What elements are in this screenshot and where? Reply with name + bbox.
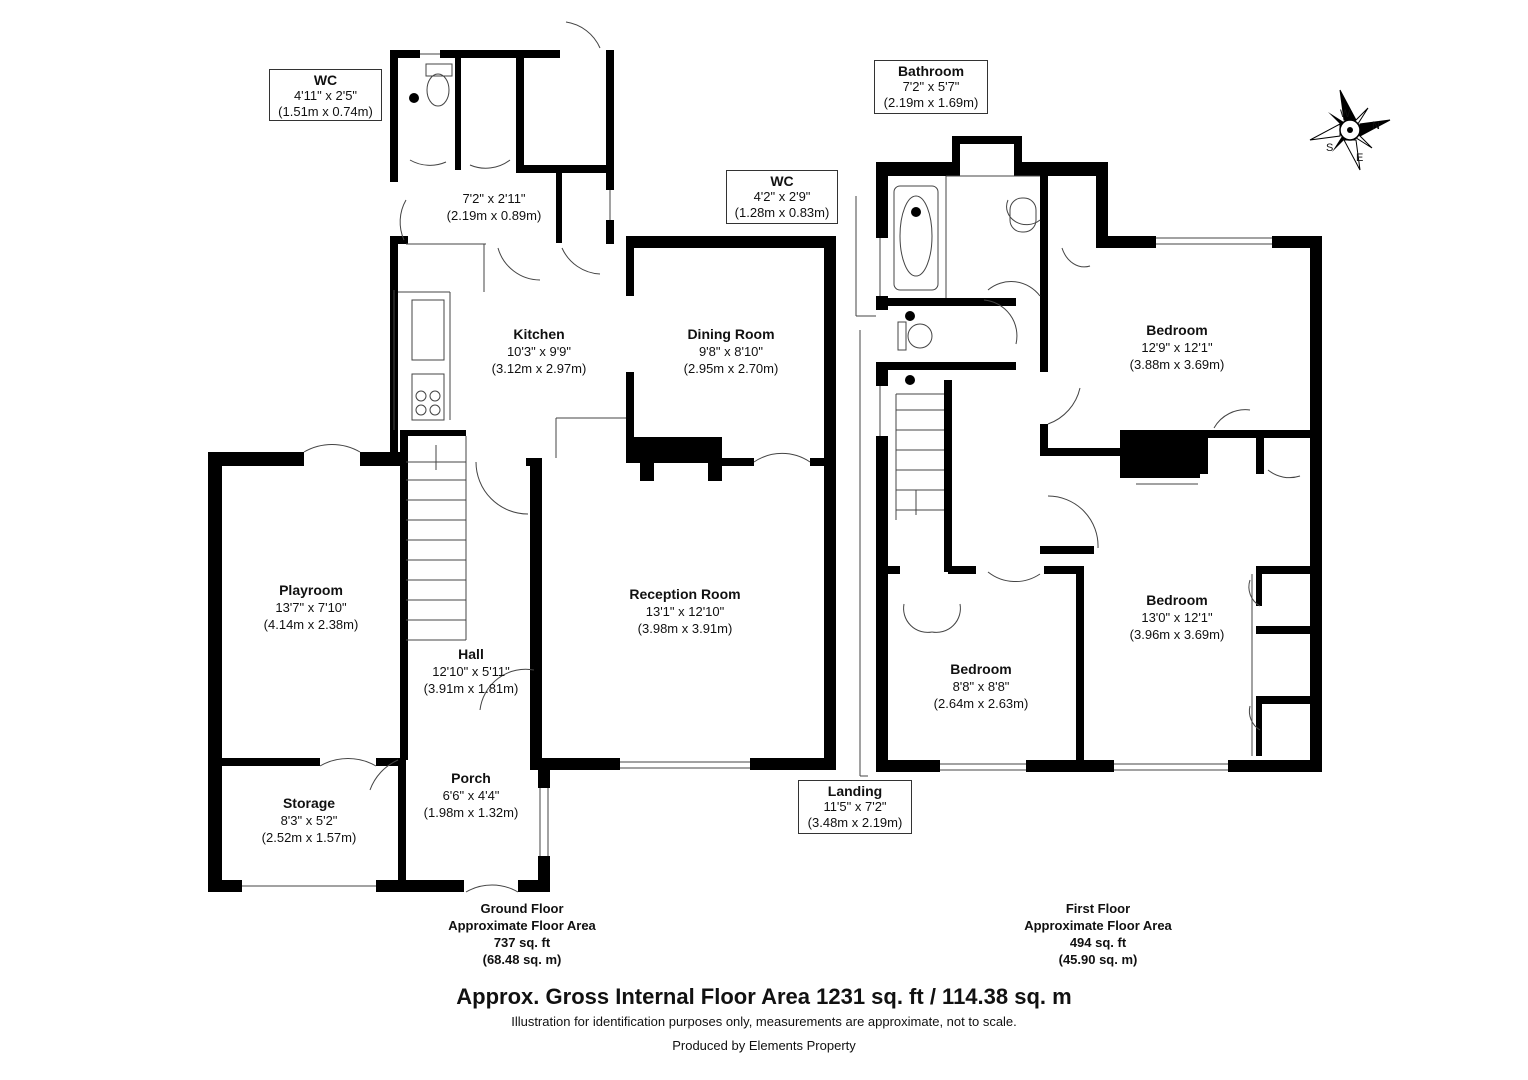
compass-e-label: E	[1356, 152, 1364, 164]
store-passage-label: 7'2" x 2'11" (2.19m x 0.89m)	[432, 190, 556, 224]
room-imperial: 12'9" x 12'1"	[1141, 340, 1213, 355]
room-imperial: 10'3" x 9'9"	[506, 344, 572, 359]
compass-n-label: N	[1372, 120, 1380, 132]
room-metric: (2.19m x 0.89m)	[446, 208, 542, 223]
bedroom-1-label: Bedroom 12'9" x 12'1" (3.88m x 3.69m)	[1110, 322, 1244, 373]
room-metric: (2.95m x 2.70m)	[683, 361, 779, 376]
room-name: Bedroom	[1146, 322, 1208, 338]
floor-sqm: (45.90 sq. m)	[1058, 952, 1138, 967]
room-metric: (3.88m x 3.69m)	[1129, 357, 1225, 372]
room-name: Playroom	[279, 582, 343, 598]
room-imperial: 13'0" x 12'1"	[1141, 610, 1213, 625]
compass-icon	[1309, 89, 1391, 171]
wc-ground-label: WC 4'11" x 2'5" (1.51m x 0.74m)	[269, 69, 382, 121]
ground-floor-walls	[208, 50, 836, 892]
floor-sqm: (68.48 sq. m)	[482, 952, 562, 967]
landing-label: Landing 11'5" x 7'2" (3.48m x 2.19m)	[798, 780, 912, 834]
bedroom-3-label: Bedroom 8'8" x 8'8" (2.64m x 2.63m)	[914, 661, 1048, 712]
ground-floor-details	[242, 21, 811, 893]
room-name: Hall	[458, 646, 484, 662]
room-metric: (1.98m x 1.32m)	[423, 805, 519, 820]
gross-area-heading: Approx. Gross Internal Floor Area 1231 s…	[456, 984, 1072, 1009]
room-name: Porch	[451, 770, 491, 786]
room-name: WC	[770, 173, 794, 189]
room-metric: (4.14m x 2.38m)	[263, 617, 359, 632]
room-metric: (3.48m x 2.19m)	[807, 815, 903, 830]
room-imperial: 12'10" x 5'11"	[432, 664, 510, 679]
room-imperial: 11'5" x 7'2"	[823, 799, 887, 814]
room-imperial: 7'2" x 5'7"	[902, 79, 960, 94]
room-name: Dining Room	[687, 326, 775, 342]
storage-label: Storage 8'3" x 5'2" (2.52m x 1.57m)	[242, 795, 376, 846]
room-name: Kitchen	[513, 326, 565, 342]
room-name: WC	[313, 72, 338, 88]
first-floor-caption: First Floor Approximate Floor Area 494 s…	[996, 900, 1200, 968]
bedroom-2-label: Bedroom 13'0" x 12'1" (3.96m x 3.69m)	[1102, 592, 1252, 643]
porch-label: Porch 6'6" x 4'4" (1.98m x 1.32m)	[404, 770, 538, 821]
room-imperial: 8'3" x 5'2"	[280, 813, 338, 828]
floor-subtitle: Approximate Floor Area	[1024, 918, 1172, 933]
hall-label: Hall 12'10" x 5'11" (3.91m x 1.81m)	[404, 646, 538, 697]
room-name: Storage	[282, 795, 336, 811]
room-imperial: 7'2" x 2'11"	[462, 191, 526, 206]
fixture-dots	[409, 93, 921, 385]
room-metric: (3.91m x 1.81m)	[423, 681, 519, 696]
floor-title: Ground Floor	[480, 901, 564, 916]
first-floor-details	[855, 175, 1301, 777]
floor-title: First Floor	[1065, 901, 1131, 916]
floor-sqft: 494 sq. ft	[1069, 935, 1127, 950]
room-name: Landing	[827, 783, 883, 799]
room-name: Bedroom	[950, 661, 1012, 677]
kitchen-label: Kitchen 10'3" x 9'9" (3.12m x 2.97m)	[472, 326, 606, 377]
room-metric: (1.51m x 0.74m)	[278, 104, 373, 119]
room-imperial: 9'8" x 8'10"	[698, 344, 764, 359]
room-metric: (2.19m x 1.69m)	[883, 95, 979, 110]
bathroom-label: Bathroom 7'2" x 5'7" (2.19m x 1.69m)	[874, 60, 988, 114]
room-metric: (3.12m x 2.97m)	[491, 361, 587, 376]
wc-first-label: WC 4'2" x 2'9" (1.28m x 0.83m)	[726, 170, 838, 224]
room-metric: (2.64m x 2.63m)	[933, 696, 1029, 711]
playroom-label: Playroom 13'7" x 7'10" (4.14m x 2.38m)	[244, 582, 378, 633]
compass-s-label: S	[1326, 142, 1334, 154]
dining-room-label: Dining Room 9'8" x 8'10" (2.95m x 2.70m)	[664, 326, 798, 377]
compass-w-label: W	[1340, 108, 1351, 120]
room-imperial: 13'7" x 7'10"	[275, 600, 347, 615]
floor-sqft: 737 sq. ft	[493, 935, 551, 950]
room-imperial: 4'11" x 2'5"	[293, 88, 358, 103]
first-floor-walls	[876, 136, 1322, 772]
room-metric: (2.52m x 1.57m)	[261, 830, 357, 845]
room-imperial: 6'6" x 4'4"	[442, 788, 500, 803]
producer-credit: Produced by Elements Property	[672, 1038, 856, 1053]
room-name: Bathroom	[897, 63, 965, 79]
room-name: Reception Room	[629, 586, 741, 602]
room-imperial: 8'8" x 8'8"	[952, 679, 1010, 694]
reception-room-label: Reception Room 13'1" x 12'10" (3.98m x 3…	[610, 586, 760, 637]
room-metric: (3.98m x 3.91m)	[637, 621, 733, 636]
disclaimer-text: Illustration for identification purposes…	[511, 1014, 1017, 1029]
room-metric: (3.96m x 3.69m)	[1129, 627, 1225, 642]
floor-subtitle: Approximate Floor Area	[448, 918, 596, 933]
room-metric: (1.28m x 0.83m)	[734, 205, 830, 220]
ground-floor-caption: Ground Floor Approximate Floor Area 737 …	[420, 900, 624, 968]
room-name: Bedroom	[1146, 592, 1208, 608]
room-imperial: 4'2" x 2'9"	[753, 189, 811, 204]
room-imperial: 13'1" x 12'10"	[645, 604, 725, 619]
